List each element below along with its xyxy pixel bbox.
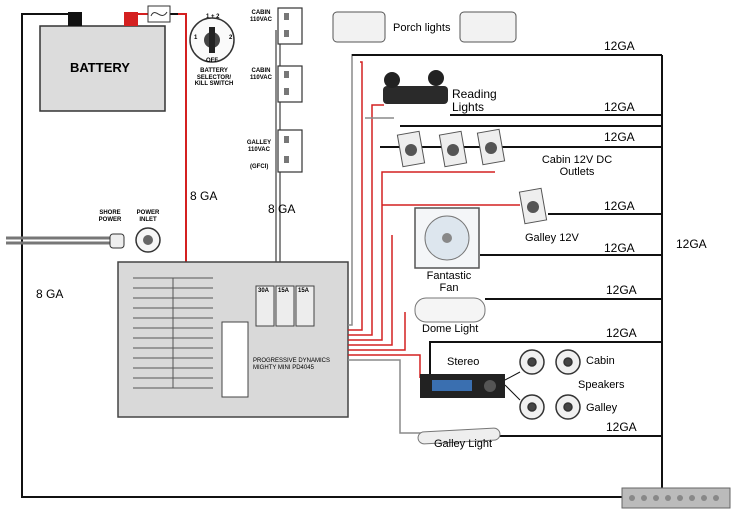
outlet-icons <box>277 7 303 173</box>
speaker-icons <box>519 349 581 420</box>
outlet-8ga-label: 8 GA <box>268 202 296 216</box>
gauge-label-fan: 12GA <box>604 241 635 255</box>
dome-light-icon <box>414 297 486 323</box>
switch-pos-bottom: OFF <box>206 58 218 64</box>
bus-bar-icon <box>621 487 731 509</box>
outlet-2-label: CABIN 110VAC <box>250 68 272 81</box>
gauge-label-porch: 12GA <box>604 39 635 53</box>
battery-icon <box>39 12 166 112</box>
speakers-label: Speakers <box>578 379 625 391</box>
gauge-label-cabin-outlets: 12GA <box>604 130 635 144</box>
switch-pos-right: 2 <box>229 35 233 41</box>
switch-pos-left: 1 <box>194 35 198 41</box>
breaker-1-label: 30A <box>258 288 270 294</box>
switch-8ga-label: 8 GA <box>190 189 218 203</box>
load-wires <box>348 54 520 434</box>
gauge-label-galley-light: 12GA <box>606 420 637 434</box>
gauge-label-galley-12v: 12GA <box>604 199 635 213</box>
gauge-label-main: 12GA <box>676 237 707 251</box>
stereo-label: Stereo <box>447 356 480 368</box>
converter-label: PROGRESSIVE DYNAMICS MIGHTY MINI PD4045 <box>253 358 331 371</box>
galley-light-label: Galley Light <box>434 438 493 450</box>
left-8ga-label: 8 GA <box>36 287 64 301</box>
breaker-2-label: 15A <box>278 288 290 294</box>
galley-12v-outlet-icon <box>518 187 548 225</box>
gauge-label-reading: 12GA <box>604 100 635 114</box>
cabin-12v-outlets-label: Cabin 12V DC Outlets <box>541 154 613 179</box>
converter-panel <box>117 261 349 418</box>
porch-lights-label: Porch lights <box>393 22 451 34</box>
cabin-speakers-label: Cabin <box>586 355 615 367</box>
galley-12v-label: Galley 12V <box>525 232 579 244</box>
gauge-label-dome: 12GA <box>606 283 637 297</box>
fantastic-fan-label: Fantastic Fan <box>426 270 472 295</box>
fantastic-fan-icon <box>414 207 480 269</box>
breaker-3-label: 15A <box>298 288 310 294</box>
battery-selector-switch-icon <box>189 17 235 63</box>
gauge-label-stereo: 12GA <box>606 326 637 340</box>
shore-power-label: SHORE POWER <box>98 210 122 223</box>
power-inlet-label: POWER INLET <box>136 210 160 223</box>
fuse-icon <box>147 5 171 23</box>
stereo-icon <box>420 374 505 398</box>
return-wires <box>352 54 662 437</box>
switch-pos-top: 1 + 2 <box>206 14 220 20</box>
power-inlet-icon <box>135 227 161 253</box>
shore-power-cord-icon <box>6 233 125 249</box>
outlet-3-label: GALLEY 110VAC <box>246 140 272 153</box>
reading-lights-label: Reading Lights <box>452 87 497 115</box>
galley-light-icon <box>417 427 501 445</box>
cabin-12v-outlet-icons <box>396 128 506 168</box>
outlet-1-label: CABIN 110VAC <box>250 10 272 23</box>
outlet-3-gfci: (GFCI) <box>250 164 269 170</box>
battery-label: BATTERY <box>70 60 130 75</box>
porch-light-icons <box>332 11 517 43</box>
galley-speakers-label: Galley <box>586 402 618 414</box>
battery-selector-label: BATTERY SELECTOR/ KILL SWITCH <box>194 68 234 88</box>
dome-light-label: Dome Light <box>422 323 479 335</box>
reading-light-icon <box>383 70 448 104</box>
